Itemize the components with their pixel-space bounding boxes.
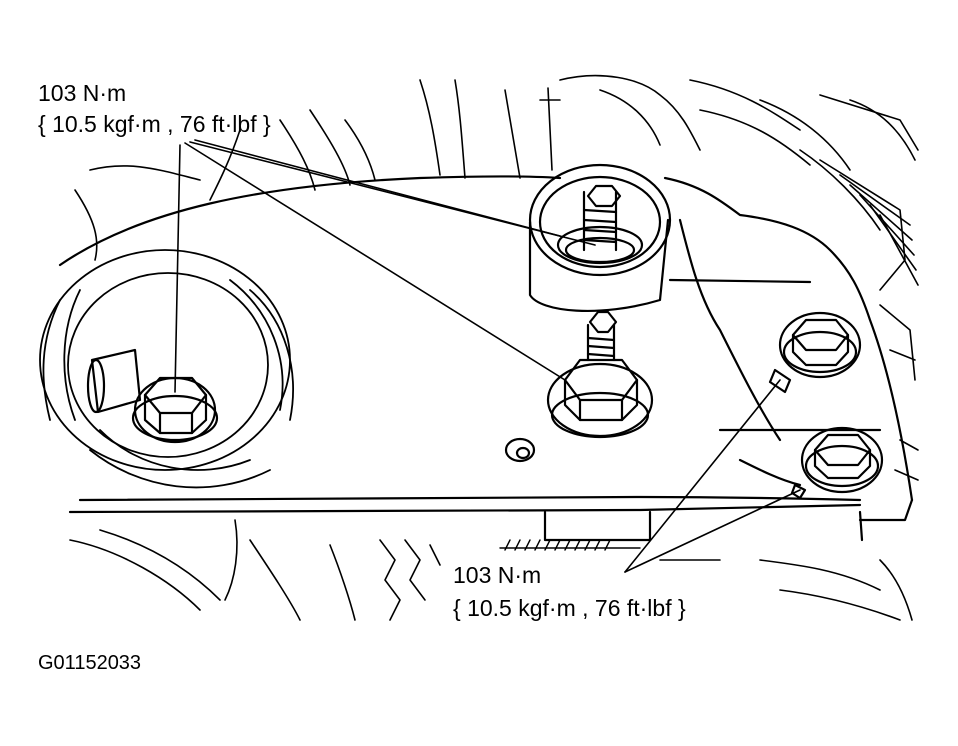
background-structure	[74, 74, 919, 481]
top-leader-lines	[174, 139, 596, 393]
bottom-torque-metric: 103 N·m	[453, 562, 542, 588]
left-bushing	[39, 249, 294, 489]
bracket-hole	[504, 437, 536, 463]
cylinder-boss	[528, 163, 672, 313]
figure-id: G01152033	[38, 652, 142, 674]
center-bolt	[546, 310, 654, 439]
upper-stud	[556, 184, 644, 265]
bottom-leader-lines	[624, 379, 801, 573]
hatch-marks	[499, 539, 641, 551]
bottom-torque-alt: { 10.5 kgf·m , 76 ft·lbf }	[453, 595, 686, 621]
right-lower-bolt	[790, 426, 884, 500]
top-torque-metric: 103 N·m	[38, 80, 127, 106]
lower-structure	[69, 519, 913, 621]
top-torque-alt: { 10.5 kgf·m , 76 ft·lbf }	[38, 111, 271, 137]
left-sleeve	[86, 348, 142, 414]
right-upper-bolt	[768, 311, 862, 394]
